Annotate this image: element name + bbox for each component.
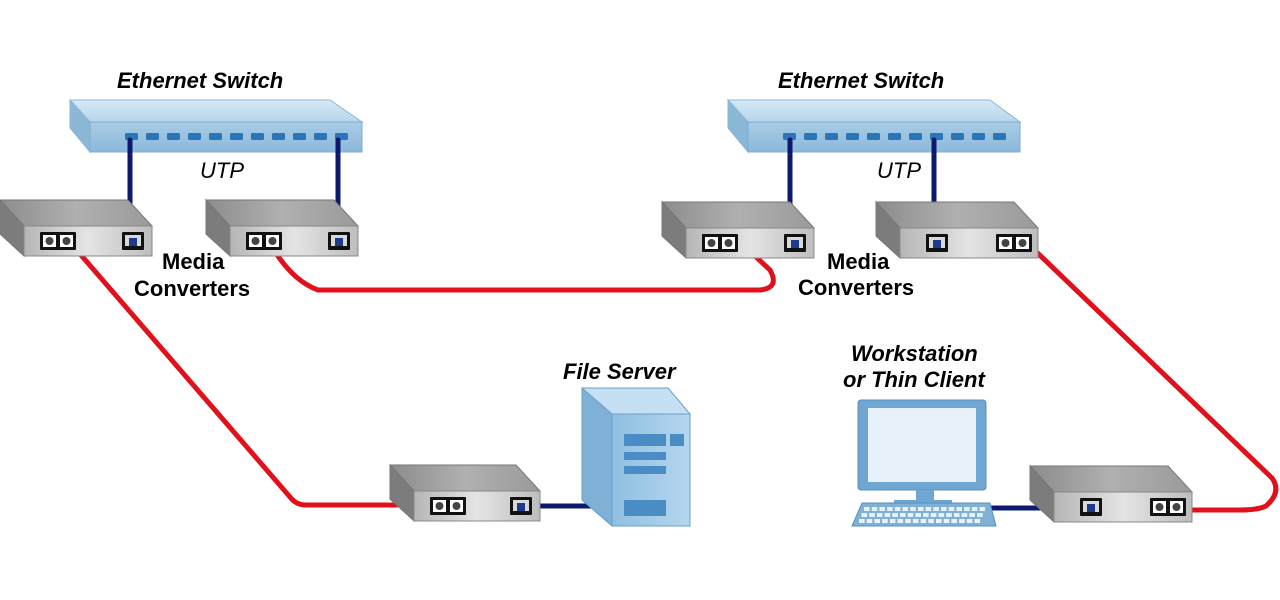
- switch-port: [230, 133, 243, 140]
- ethernet-switch-left: Ethernet Switch: [68, 68, 364, 154]
- workstation-label-line2: or Thin Client: [843, 367, 986, 392]
- ethernet-switch-icon: [68, 98, 364, 154]
- rj45-port: [328, 232, 350, 250]
- ethernet-switch-right: Ethernet Switch: [726, 68, 1022, 154]
- switch-port: [251, 133, 264, 140]
- media-converters: [0, 198, 1194, 524]
- fiber-port: [996, 234, 1032, 252]
- switch-port: [888, 133, 901, 140]
- file-server-icon: [580, 387, 692, 528]
- media-converters-left-label-line2: Converters: [134, 276, 250, 301]
- fiber-port: [246, 232, 282, 250]
- workstation: Workstation or Thin Client: [843, 341, 997, 527]
- fiber-port: [702, 234, 738, 252]
- fiber-port: [40, 232, 76, 250]
- fiber-cable-mc2-to-mc3: [265, 237, 776, 293]
- switch-port: [909, 133, 922, 140]
- switch-port: [272, 133, 285, 140]
- media-converters-right-label-line1: Media: [827, 249, 890, 274]
- switch-right-title: Ethernet Switch: [778, 68, 944, 93]
- switch-port: [972, 133, 985, 140]
- workstation-icon: [857, 399, 987, 506]
- media-converter-icon: [1028, 464, 1194, 524]
- utp-label-left: UTP: [200, 158, 244, 183]
- switch-port: [167, 133, 180, 140]
- switch-port: [993, 133, 1006, 140]
- switch-left-title: Ethernet Switch: [117, 68, 283, 93]
- fiber-cable-mc4-to-mc6: [1021, 237, 1279, 513]
- switch-port-row: [783, 133, 1006, 140]
- media-converters-left-label-line1: Media: [162, 249, 225, 274]
- media-converter-icon: [388, 463, 542, 523]
- switch-port: [146, 133, 159, 140]
- rj45-port: [1080, 498, 1102, 516]
- fiber-cable-mc1-to-server: [65, 237, 451, 508]
- switch-port: [846, 133, 859, 140]
- keyboard-icon: [851, 502, 997, 527]
- media-converter-icon: [0, 199, 154, 258]
- switch-port: [314, 133, 327, 140]
- switch-port: [188, 133, 201, 140]
- rj45-port: [784, 234, 806, 252]
- rj45-port: [122, 232, 144, 250]
- switch-port: [825, 133, 838, 140]
- media-converter-icon: [660, 200, 816, 260]
- fiber-port: [430, 497, 466, 515]
- switch-port: [293, 133, 306, 140]
- workstation-label-line1: Workstation: [851, 341, 978, 366]
- media-converter-icon: [874, 200, 1040, 260]
- media-converter-icon: [204, 198, 360, 258]
- rj45-port: [926, 234, 948, 252]
- switch-port-row: [125, 133, 348, 140]
- media-converters-right-label-line2: Converters: [798, 275, 914, 300]
- switch-port: [804, 133, 817, 140]
- fiber-cables: [65, 237, 1279, 513]
- ethernet-switch-icon: [726, 98, 1022, 154]
- fiber-port: [1150, 498, 1186, 516]
- switch-port: [209, 133, 222, 140]
- switch-port: [783, 133, 796, 140]
- switch-port: [951, 133, 964, 140]
- file-server-label: File Server: [563, 359, 677, 384]
- rj45-port: [510, 497, 532, 515]
- utp-label-right: UTP: [877, 158, 921, 183]
- switch-port: [867, 133, 880, 140]
- file-server: File Server: [563, 359, 692, 528]
